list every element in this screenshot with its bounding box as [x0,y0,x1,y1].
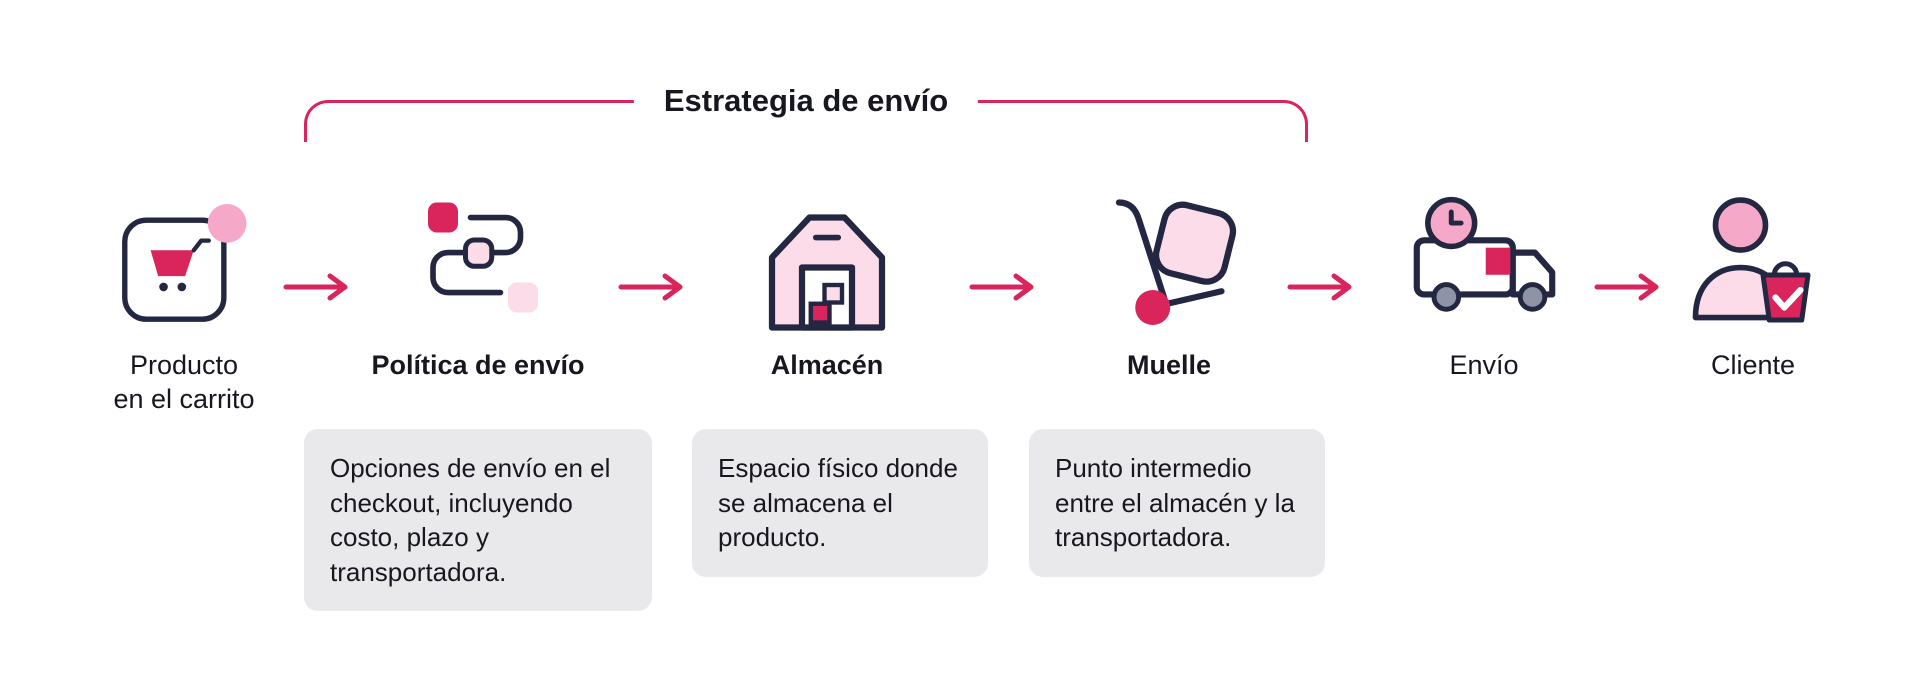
strategy-bracket: Estrategia de envío [304,83,1308,142]
step-customer: Cliente [1643,185,1863,383]
step-label: Producto en el carrito [113,350,255,414]
description-text: Punto intermedio entre el almacén y la t… [1055,453,1295,553]
cart-icon [114,185,254,335]
step-shipping: Envío [1354,185,1614,383]
step-label: Cliente [1710,350,1796,380]
step-label: Envío [1449,350,1519,380]
warehouse-icon [752,185,902,335]
step-label: Política de envío [371,350,585,380]
flow-arrow-icon [968,272,1040,302]
step-label: Almacén [770,350,884,380]
description-text: Opciones de envío en el checkout, incluy… [330,453,611,587]
flow-arrow-icon [1593,272,1665,302]
strategy-title: Estrategia de envío [633,83,979,119]
flow-arrow-icon [282,272,354,302]
step-product-cart: Producto en el carrito [84,185,284,417]
description-card-dock: Punto intermedio entre el almacén y la t… [1029,429,1325,577]
description-card-shipping-policy: Opciones de envío en el checkout, incluy… [304,429,652,612]
shipping-policy-icon [403,185,553,335]
step-shipping-policy: Política de envío [318,185,638,383]
step-label: Muelle [1126,350,1212,380]
truck-icon [1402,185,1567,335]
flow-arrow-icon [1286,272,1358,302]
step-warehouse: Almacén [667,185,987,383]
description-card-warehouse: Espacio físico donde se almacena el prod… [692,429,988,577]
step-dock: Muelle [1009,185,1329,383]
description-text: Espacio físico donde se almacena el prod… [718,453,958,553]
dock-icon [1094,185,1244,335]
customer-icon [1678,185,1828,335]
flow-arrow-icon [617,272,689,302]
